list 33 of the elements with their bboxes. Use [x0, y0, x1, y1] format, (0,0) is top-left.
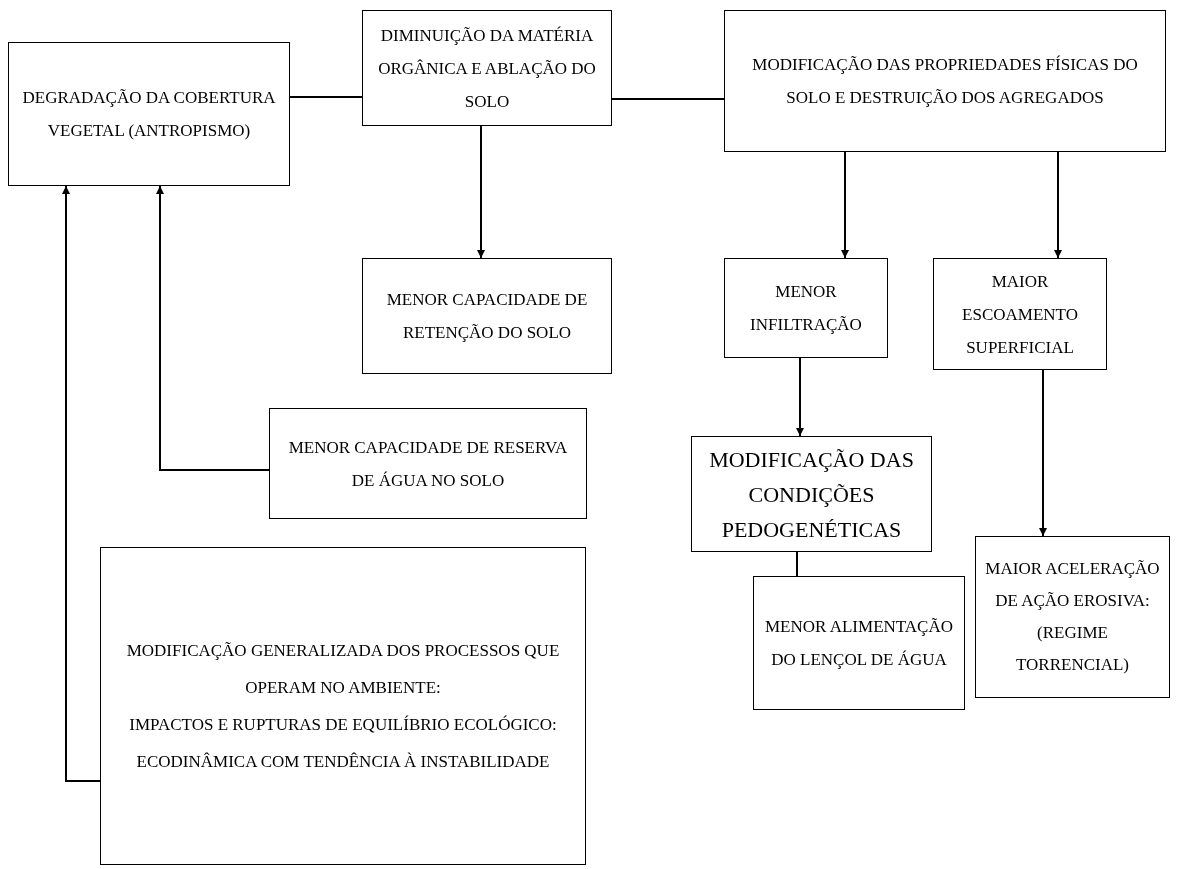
- arrow: [1054, 151, 1062, 259]
- box-text: MODIFICAÇÃO GENERALIZADA DOS PROCESSOS QUE OPERAM NO AMBIENTE:: [125, 640, 561, 699]
- box-text: MENOR CAPACIDADE DE RETENÇÃO DO SOLO: [385, 289, 589, 344]
- process-box: [724, 10, 1166, 152]
- box-text: MAIOR ACELERAÇÃO DE AÇÃO EROSIVA: (REGIME TORRENCIAL): [984, 558, 1161, 676]
- arrow: [156, 185, 270, 471]
- process-box: [933, 258, 1107, 370]
- process-box: [691, 436, 932, 552]
- process-box: [362, 10, 612, 126]
- box-text: DIMINUIÇÃO DA MATÉRIA ORGÂNICA E ABLAÇÃO DO SOLO: [377, 24, 597, 113]
- process-box: [8, 42, 290, 186]
- box-text: MAIOR ESCOAMENTO SUPERFICIAL: [961, 270, 1079, 359]
- process-box: [362, 258, 612, 374]
- arrow: [841, 151, 849, 259]
- arrow: [1039, 369, 1047, 537]
- connector-line: [611, 98, 725, 100]
- process-box: [100, 547, 586, 865]
- process-box: [724, 258, 888, 358]
- arrow: [477, 125, 485, 259]
- connector-line: [796, 551, 798, 577]
- box-text: IMPACTOS E RUPTURAS DE EQUILÍBRIO ECOLÓGICO: ECODINÂMICA COM TENDÊNCIA À INSTABILIDADE: [128, 714, 558, 773]
- box-text: MODIFICAÇÃO DAS PROPRIEDADES FÍSICAS DO SOLO E DESTRUIÇÃO DOS AGREGADOS: [751, 54, 1139, 109]
- process-box: [975, 536, 1170, 698]
- connector-line: [289, 96, 363, 98]
- process-box: [753, 576, 965, 710]
- box-text: MENOR CAPACIDADE DE RESERVA DE ÁGUA NO SOLO: [287, 436, 569, 492]
- box-text: MODIFICAÇÃO DAS CONDIÇÕES PEDOGENÉTICAS: [708, 445, 915, 544]
- box-text: MENOR ALIMENTAÇÃO DO LENÇOL DE ÁGUA: [764, 616, 954, 671]
- arrow: [796, 357, 804, 437]
- arrow: [62, 185, 101, 782]
- box-text: DEGRADAÇÃO DA COBERTURA VEGETAL (ANTROPISMO): [21, 87, 277, 142]
- process-box: [269, 408, 587, 519]
- box-text: MENOR INFILTRAÇÃO: [749, 281, 863, 336]
